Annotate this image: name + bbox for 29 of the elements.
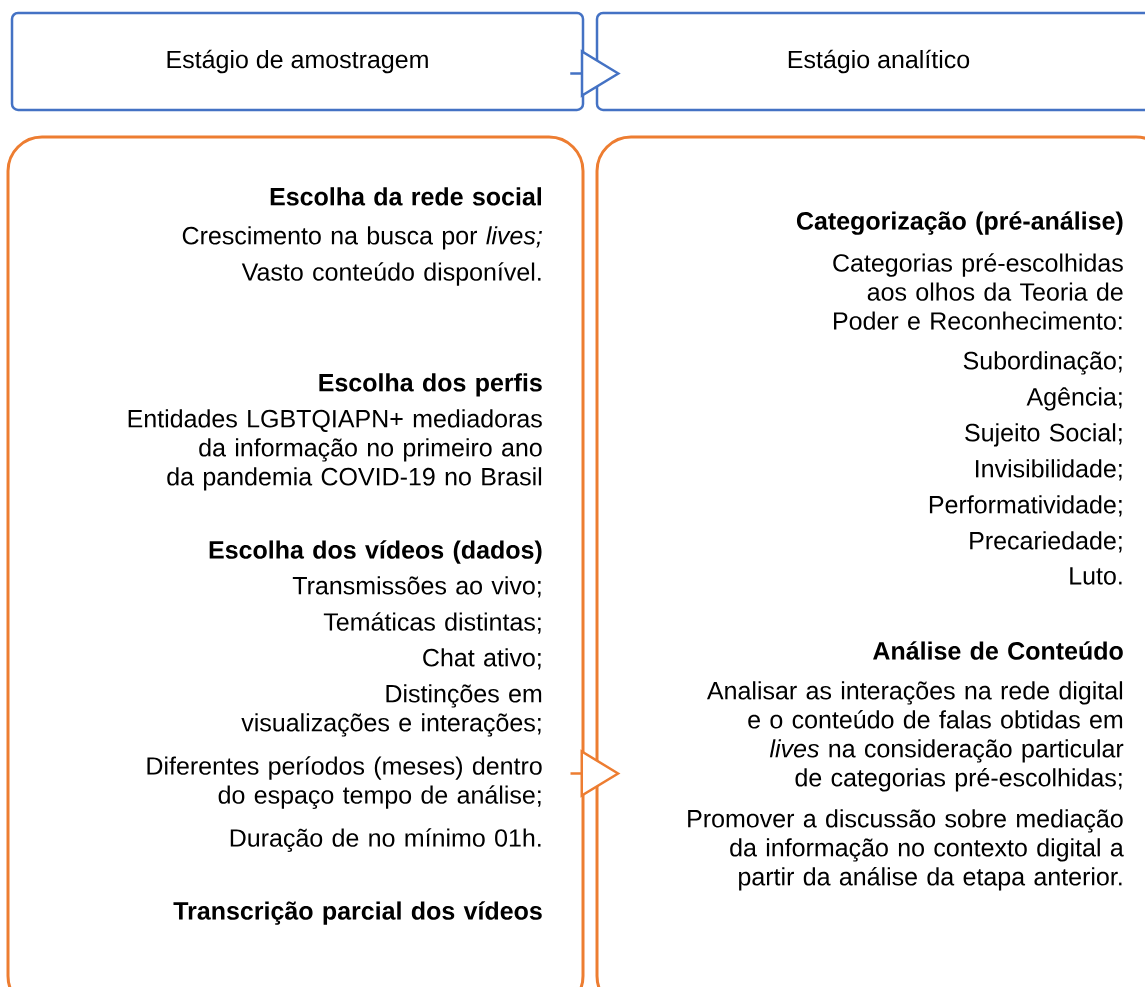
list-item: Sujeito Social; <box>965 423 1122 447</box>
list-item: Diferentes períodos (meses) dentro do espaço tempo de análise; <box>147 756 542 809</box>
section-heading: Análise de Conteúdo <box>873 641 1123 660</box>
list-item: Crescimento na busca por lives; <box>182 226 542 250</box>
list-item: Performatividade; <box>929 495 1122 517</box>
stage-box: Estágio analítico <box>595 11 1145 112</box>
list-item: Temáticas distintas; <box>323 612 541 634</box>
list-item: Subordinação; <box>963 351 1122 375</box>
list-item: Transmissões ao vivo; <box>292 576 541 598</box>
section-heading: Categorização (pré-análise) <box>796 211 1123 235</box>
list-item: Luto. <box>1070 567 1122 585</box>
list-item: Duração de no mínimo 01h. <box>230 828 541 852</box>
list-item: Categorias pré-escolhidas aos olhos da Teoria de Poder e Reconhecimento: <box>833 253 1123 330</box>
list-item: Analisar as interações na rede digital e o conteúdo de falas obtidas em lives na consideração particular de categorias pré-escolhidas; <box>706 681 1124 792</box>
section-heading: Escolha da rede social <box>270 187 541 206</box>
rounded-panel <box>6 135 585 987</box>
list-item: Vasto conteúdo disponível. <box>241 262 541 286</box>
list-item: Precariedade; <box>970 531 1122 553</box>
list-item: Invisibilidade; <box>976 459 1122 481</box>
section-heading: Transcrição parcial dos vídeos <box>173 901 542 925</box>
list-item: Entidades LGBTQIAPN+ mediadoras da informação no primeiro ano da pandemia COVID-19 no Brasil <box>128 409 542 491</box>
stage-box: Estágio de amostragem <box>10 11 585 112</box>
list-item: Agência; <box>1026 387 1122 411</box>
section-heading: Escolha dos vídeos (dados) <box>209 540 542 564</box>
list-item: Chat ativo; <box>423 648 541 670</box>
list-item: Distinções em visualizações e interações; <box>241 684 542 737</box>
rounded-panel <box>595 135 1145 987</box>
list-item: Promover a discussão sobre mediação da informação no contexto digital a partir da análise da etapa anterior. <box>688 809 1124 891</box>
section-heading: Escolha dos perfis <box>319 373 542 397</box>
